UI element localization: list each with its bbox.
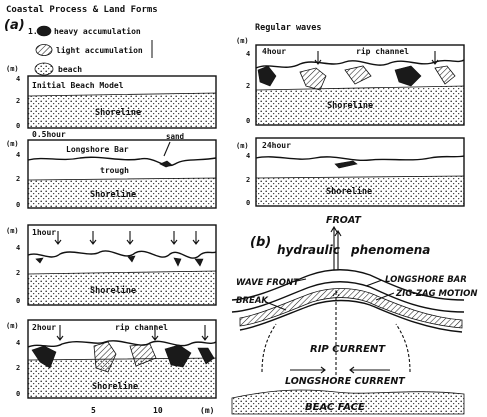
time-label: 2hour — [32, 323, 56, 332]
y-tick-2: 2 — [246, 82, 250, 90]
shoreline-label: Shoreline — [92, 381, 138, 392]
longshore-bar-label: LONGSHORE BAR — [385, 275, 467, 285]
y-tick-2: 2 — [16, 97, 20, 105]
y-tick-4: 4 — [16, 151, 20, 159]
y-unit: (m) — [6, 140, 19, 148]
time-label: 0.5hour — [32, 130, 66, 139]
panel-0-5hour: 0.5hour Longshore Bar sand trough Shorel… — [6, 130, 216, 209]
x-tick-10: 10 — [153, 406, 163, 415]
legend-beach-label: beach — [58, 65, 82, 74]
svg-text:1.: 1. — [28, 27, 38, 36]
panel-2hour: 2hour rip channel Shoreline (m) 4 2 0 — [6, 320, 216, 398]
y-unit: (m) — [236, 142, 249, 150]
y-unit: (m) — [6, 322, 19, 330]
shoreline-label: Shoreline — [326, 186, 372, 197]
regular-waves-label: Regular waves — [255, 23, 322, 33]
part-a-label: (a) — [4, 18, 25, 33]
rip-channel-label: rip channel — [115, 322, 168, 332]
y-unit: (m) — [236, 37, 249, 45]
longshore-bar-label: Longshore Bar — [66, 145, 129, 154]
time-label: 1hour — [32, 228, 56, 237]
part-b-label: (b) — [250, 235, 271, 250]
legend-heavy-label: heavy accumulation — [54, 26, 141, 36]
y-unit: (m) — [6, 65, 19, 73]
zigzag-label: ZIG-ZAG MOTION — [395, 289, 478, 299]
x-unit: (m) — [200, 406, 214, 415]
heavy-accumulation-swatch — [37, 26, 51, 36]
beach-swatch — [35, 63, 53, 75]
y-tick-2: 2 — [16, 364, 20, 372]
hydraulic-label: hydraulic — [277, 243, 340, 257]
schematic-b: (b) FROAT hydraulic phenomena WAVE FRONT… — [232, 215, 478, 414]
shoreline-label: Shoreline — [90, 189, 136, 200]
trough-label: trough — [100, 166, 129, 175]
panel-1hour: 1hour Shoreline (m) 4 2 0 — [6, 225, 216, 305]
y-tick-2: 2 — [16, 175, 20, 183]
panel-title: Initial Beach Model — [32, 80, 124, 90]
y-tick-0: 0 — [246, 117, 250, 125]
y-tick-2: 2 — [246, 176, 250, 184]
light-accumulation-swatch — [36, 45, 52, 56]
y-tick-4: 4 — [16, 244, 20, 252]
legend: 1. heavy accumulation light accumulation… — [28, 26, 152, 75]
beach-face-label: BEAC FACE — [305, 402, 365, 413]
y-tick-2: 2 — [16, 269, 20, 277]
y-tick-4: 4 — [16, 339, 20, 347]
legend-light-label: light accumulation — [56, 45, 143, 55]
x-axis: 5 10 (m) — [91, 406, 214, 415]
x-tick-5: 5 — [91, 406, 96, 415]
shoreline-label: Shoreline — [90, 285, 136, 296]
y-tick-4: 4 — [246, 50, 250, 58]
y-tick-0: 0 — [246, 199, 250, 207]
longshore-current-label: LONGSHORE CURRENT — [285, 376, 406, 387]
rip-current-label: RIP CURRENT — [310, 344, 386, 355]
panel-initial: Initial Beach Model Shoreline (m) 4 2 0 — [6, 65, 216, 130]
panel-4hour: 4hour rip channel Shoreline (m) 4 2 0 — [236, 37, 464, 125]
time-label: 24hour — [262, 141, 291, 150]
y-tick-4: 4 — [246, 152, 250, 160]
float-label: FROAT — [326, 215, 362, 226]
shoreline-label: Shoreline — [95, 107, 141, 118]
phenomena-label: phenomena — [350, 243, 430, 257]
break-label: BREAK — [236, 296, 269, 306]
y-unit: (m) — [6, 227, 19, 235]
shoreline-label: Shoreline — [327, 100, 373, 111]
y-tick-4: 4 — [16, 75, 20, 83]
y-tick-0: 0 — [16, 122, 20, 130]
panel-24hour: 24hour Shoreline (m) 4 2 0 — [236, 138, 464, 207]
time-label: 4hour — [262, 47, 286, 56]
y-tick-0: 0 — [16, 201, 20, 209]
y-tick-0: 0 — [16, 390, 20, 398]
y-tick-0: 0 — [16, 297, 20, 305]
sand-label: sand — [166, 132, 184, 141]
rip-channel-label: rip channel — [356, 46, 409, 56]
figure-title: Coastal Process & Land Forms — [6, 5, 158, 15]
wave-front-label: WAVE FRONT — [236, 278, 300, 288]
